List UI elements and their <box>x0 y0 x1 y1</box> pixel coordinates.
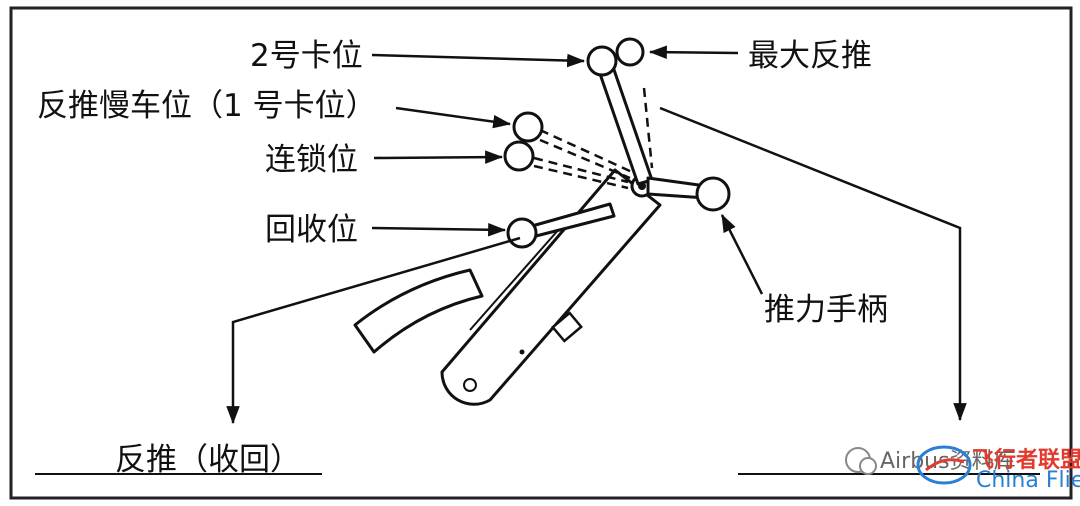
knob-reverse-idle <box>512 111 544 143</box>
lever-side-tab <box>551 311 583 343</box>
knob-thrust-lever <box>695 176 731 212</box>
label-detent-2: 2号卡位 <box>250 38 363 74</box>
knob-interlock <box>503 140 535 172</box>
label-stowed: 回收位 <box>265 212 358 248</box>
knob-max-reverse <box>615 37 645 67</box>
knob-detent-2 <box>586 45 618 77</box>
watermark-site-cn: 飞行者联盟 <box>972 447 1080 473</box>
quadrant-arc <box>353 268 484 354</box>
reverser-arm <box>596 62 654 186</box>
label-max-reverse: 最大反推 <box>748 38 872 74</box>
label-reverse-stowed: 反推（收回） <box>115 442 301 478</box>
watermark-site-en: China Flier <box>976 468 1080 493</box>
diagram-frame <box>9 6 1073 500</box>
leader-arrows <box>226 45 967 425</box>
watermark: Airbus资料库 飞行者联盟 China Flier <box>845 445 1080 493</box>
lever-pivot-hole <box>463 378 477 392</box>
label-reverse-idle: 反推慢车位（1 号卡位） <box>37 88 377 124</box>
label-interlock: 连锁位 <box>265 142 358 178</box>
watermark-brand: Airbus资料库 <box>880 449 1016 474</box>
label-thrust-lever: 推力手柄 <box>764 292 888 328</box>
knob-stowed <box>506 217 538 249</box>
lever-rivet <box>519 349 525 355</box>
phantom-positions <box>533 87 654 190</box>
china-flier-logo <box>916 445 972 485</box>
